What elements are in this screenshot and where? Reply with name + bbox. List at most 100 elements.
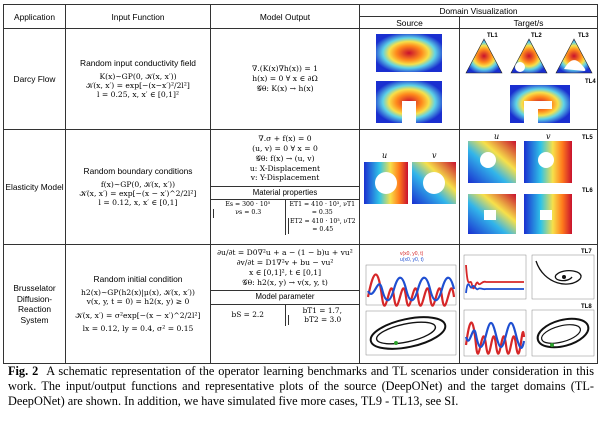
- application-brusselator: Brusselator Diffusion-Reaction System: [3, 244, 66, 364]
- label-u: u: [382, 151, 387, 160]
- heatmap-pipe: [510, 85, 570, 123]
- start-point: [394, 341, 398, 345]
- target-elasticity: u v TL5 TL6: [459, 129, 598, 245]
- figure-caption: Fig. 2 A schematic representation of the…: [8, 364, 594, 409]
- label-u: u: [494, 132, 499, 141]
- input-line: lx = 0.12, ly = 0.4, σ² = 0.15: [82, 324, 194, 334]
- tag-tl6: TL6: [582, 188, 593, 194]
- model-output-elasticity: ∇.σ + f(x) = 0 (u, v) = 0 ∀ x = 0 𝒢θ: f(…: [210, 129, 360, 245]
- limit-cycle: [375, 321, 437, 345]
- legend-v: v(x0, y0, t): [400, 251, 424, 257]
- header-source: Source: [359, 16, 460, 29]
- hole: [484, 210, 496, 220]
- header-target: Target/s: [459, 16, 598, 29]
- source-brusselator: v(x0, y0, t) u(x0, y0, t): [359, 244, 460, 364]
- output-line: 𝒢θ: f(x) → (u, v): [255, 153, 315, 163]
- application-darcy-flow: Darcy Flow: [3, 28, 66, 130]
- output-line: h(x) = 0 ∀ x ∈ ∂Ω: [252, 74, 318, 84]
- input-line: l = 0.25, x, x′ ∈ [0,1]²: [97, 90, 179, 100]
- tag-tl2: TL2: [531, 33, 542, 39]
- series-u: [367, 276, 456, 302]
- row-elasticity: Elasticity Model Random boundary conditi…: [3, 129, 598, 245]
- limit-cycle: [540, 324, 582, 344]
- output-line: ∂v/∂t = D1∇²v + bu − vu²: [236, 257, 334, 267]
- caption-text: A schematic representation of the operat…: [8, 364, 594, 408]
- application-elasticity: Elasticity Model: [3, 129, 66, 245]
- input-line: l = 0.12, x, x′ ∈ [0,1]: [98, 198, 178, 208]
- input-line: 𝒦(x, x′) = σ²exp[−(x − x′)^2/2l²]: [75, 310, 201, 320]
- input-title: Random boundary conditions: [83, 166, 193, 177]
- time-series-frame: [365, 264, 457, 306]
- tag-tl3: TL3: [578, 33, 589, 39]
- label-v: v: [546, 132, 551, 141]
- hole: [540, 210, 552, 220]
- param: ET2 = 410 · 10³, νT2 = 0.45: [287, 217, 358, 234]
- row-darcy-flow: Darcy Flow Random input conductivity fie…: [3, 28, 598, 130]
- params-table: bS = 2.2 bT1 = 1.7, bT2 = 3.0: [211, 304, 359, 326]
- input-title: Random input conductivity field: [80, 58, 196, 69]
- tag-tl7: TL7: [581, 249, 592, 255]
- param: Es = 300 · 10⁵: [225, 201, 271, 209]
- input-line: 𝒦(x, x′) = exp[−(x − x′)^2/2l²]: [79, 189, 197, 198]
- param: ET1 = 410 · 10³, νT1 = 0.35: [289, 201, 356, 217]
- output-line: 𝒢θ: h2(x, y) → v(x, y, t): [242, 277, 328, 287]
- input-line: v(x, y, t = 0) = h2(x, y) ≥ 0: [86, 297, 190, 307]
- output-line: (u, v) = 0 ∀ x = 0: [252, 143, 318, 153]
- param: bT1 = 1.7,: [302, 305, 342, 315]
- input-line: h2(x)~GP(h2(x)|μ(x), 𝒦(x, x′)): [81, 287, 195, 297]
- brusselator-target-plot: TL7 TL8: [463, 249, 595, 357]
- params-left: Es = 300 · 10⁵ νs = 0.3: [211, 200, 285, 234]
- hole: [375, 172, 397, 194]
- series-v: [464, 321, 526, 355]
- row-brusselator: Brusselator Diffusion-Reaction System Ra…: [3, 244, 598, 364]
- params-right: ET1 = 410 · 10³, νT1 = 0.35 ET2 = 410 · …: [284, 200, 360, 235]
- params-table: Es = 300 · 10⁵ νs = 0.3 ET1 = 410 · 10³,…: [211, 200, 360, 235]
- param: bS = 2.2: [231, 310, 264, 320]
- spiral-trajectory: [535, 260, 582, 285]
- model-output-brusselator: ∂u/∂t = D0∇²u + a − (1 − b)u + vu² ∂v/∂t…: [210, 244, 360, 364]
- series-v: [465, 264, 524, 290]
- target-brusselator: TL7 TL8: [459, 244, 598, 364]
- header-domain-visualization: Domain Visualization: [359, 4, 598, 17]
- time-series-frame: [463, 254, 527, 300]
- heatmap-square: [376, 34, 442, 72]
- triangle-hole: [515, 62, 525, 72]
- darcy-target-plot: TL1 TL2 TL3 TL4: [465, 33, 596, 123]
- param: bT2 = 3.0: [287, 315, 358, 325]
- params-title: Model parameter: [211, 290, 359, 305]
- output-line: x ∈ [0,1]², t ∈ [0,1]: [248, 267, 322, 277]
- limit-cycle: [369, 316, 447, 350]
- output-line: ∇.(K(x)∇h(x)) = 1: [252, 64, 318, 74]
- time-series-frame: [463, 309, 527, 357]
- output-line: ∇.σ + f(x) = 0: [258, 134, 312, 143]
- phase-frame: [365, 310, 457, 356]
- series-u: [464, 321, 526, 349]
- source-darcy: [359, 28, 460, 130]
- benchmark-table: Application Input Function Model Output …: [3, 4, 598, 364]
- triangle-notch: [564, 60, 586, 71]
- tag-tl8: TL8: [581, 304, 592, 310]
- legend-u: u(x0, y0, t): [400, 257, 424, 263]
- source-elasticity: u v: [359, 129, 460, 245]
- input-line: 𝒦(x, x′) = exp[−(x−x′)²/2l²]: [86, 81, 190, 90]
- target-darcy: TL1 TL2 TL3 TL4: [459, 28, 598, 130]
- header-model-output: Model Output: [210, 4, 360, 29]
- tag-tl1: TL1: [487, 33, 498, 39]
- header-input-function: Input Function: [65, 4, 211, 29]
- tag-tl4: TL4: [585, 79, 596, 85]
- output-line: u: X-Displacement: [249, 163, 321, 173]
- output-line: 𝒢θ: K(x) → h(x): [256, 83, 314, 93]
- param: νs = 0.3: [213, 209, 283, 218]
- input-line: f(x)~GP(0, 𝒦(x, x′)): [100, 179, 176, 189]
- hole: [538, 152, 554, 168]
- params-title: Material properties: [211, 186, 359, 201]
- input-title: Random initial condition: [93, 274, 183, 285]
- heatmap-notched-square: [376, 81, 442, 123]
- benchmark-figure: Application Input Function Model Output …: [3, 4, 598, 364]
- limit-cycle: [536, 317, 590, 349]
- elasticity-target-plot: u v TL5 TL6: [468, 132, 593, 234]
- series-u: [465, 283, 524, 294]
- header-application: Application: [3, 4, 66, 29]
- input-function-elasticity: Random boundary conditions f(x)~GP(0, 𝒦(…: [65, 129, 211, 245]
- elasticity-source-plot: u v: [364, 151, 456, 204]
